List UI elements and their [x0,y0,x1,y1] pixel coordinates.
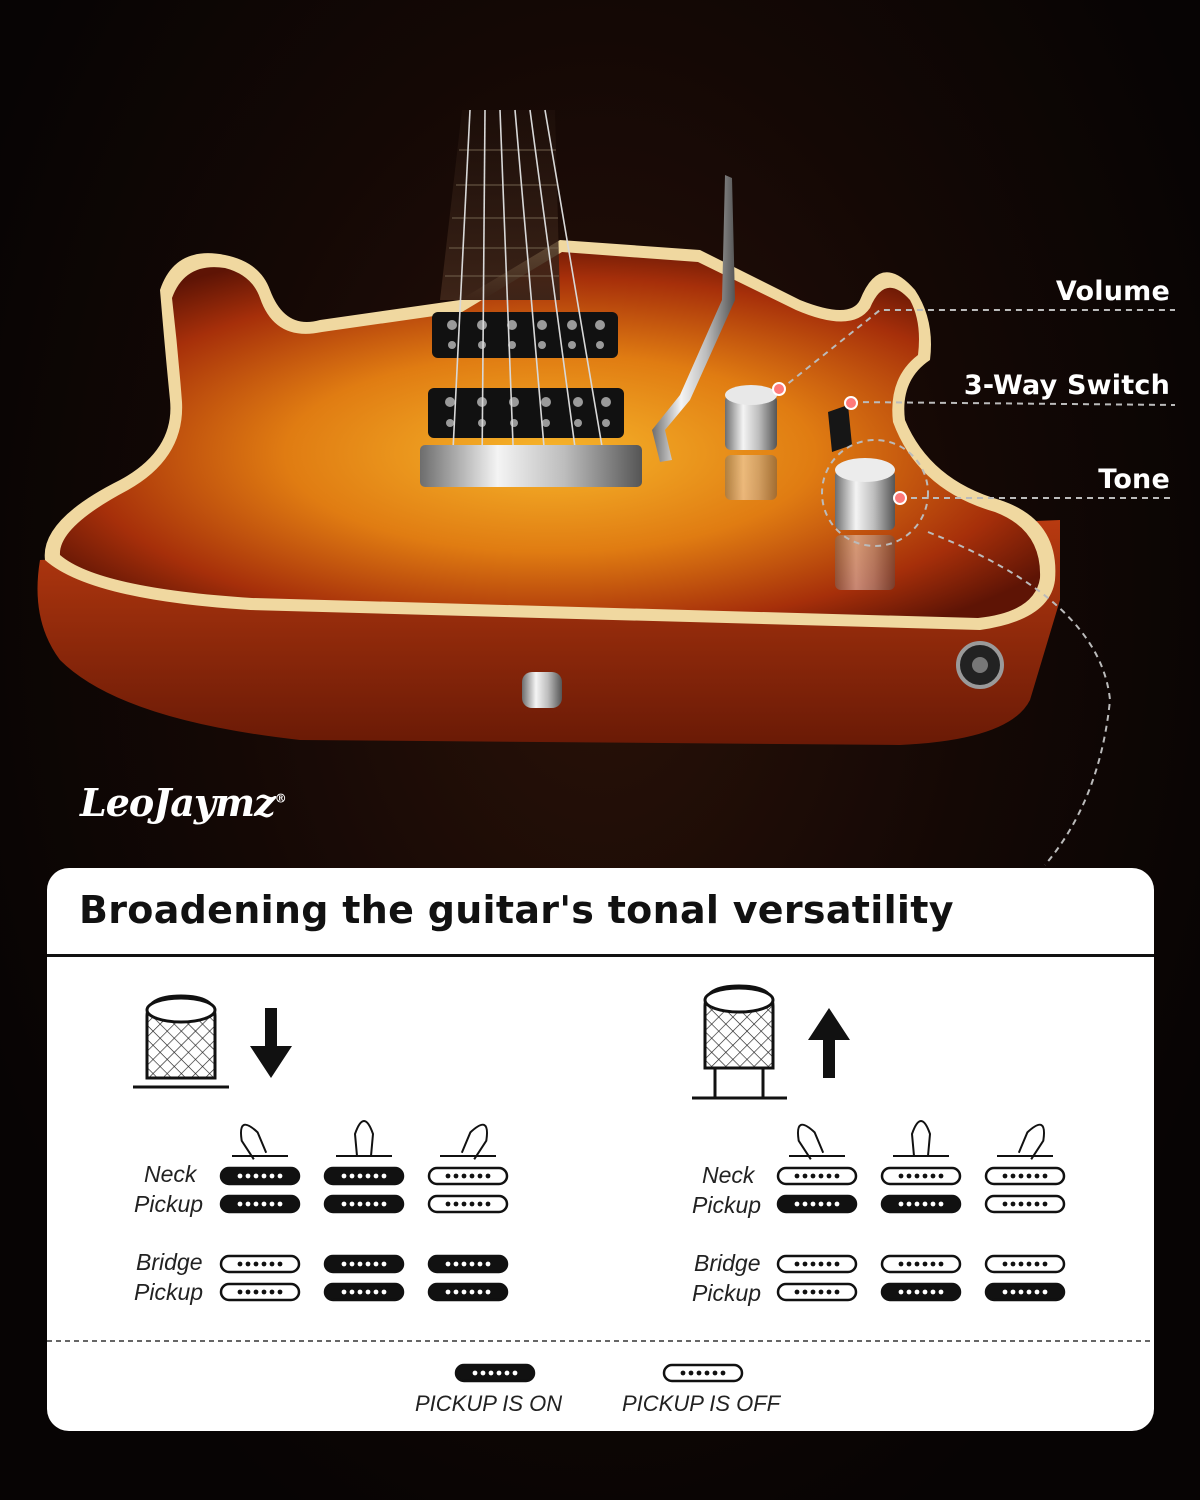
legend-on-label: PICKUP IS ON [415,1391,562,1416]
tone-knob [835,458,895,590]
right-group-neck-bar-3a [984,1166,1066,1186]
legend-off-pickup-icon [662,1363,744,1383]
left-group-switch-3-icon [440,1123,496,1160]
strap-button [522,672,562,708]
right-group-neck-bar-1a [776,1166,858,1186]
left-group-neck-bar-1b [219,1194,301,1214]
left-group-bridge-bar-2a [323,1254,405,1274]
left-group-switch-2-icon [336,1120,392,1157]
legend-off-label: PICKUP IS OFF [622,1391,782,1416]
pickup-diagram: Neck Pickup Bridge Pickup Neck Pickup Br… [47,984,1154,1416]
knob-up-icon [692,984,787,1100]
left-group-switch-1-icon [232,1123,288,1160]
tremolo-arm [652,175,735,462]
three-way-switch-callout: 3-Way Switch [963,370,1170,401]
right-group-bridge-bar-3b [984,1282,1066,1302]
right-group-neck-bar-2b [880,1194,962,1214]
left-group-bridge-bar-3a [427,1254,509,1274]
panel-title: Broadening the guitar's tonal versatilit… [79,888,954,932]
left-bridge-label-1: Bridge [136,1249,202,1275]
left-group-neck-bar-2a [323,1166,405,1186]
right-neck-label-2: Pickup [692,1192,761,1218]
right-group-switch-1-icon [789,1123,845,1160]
right-group-bridge-bar-2a [880,1254,962,1274]
right-group-bridge-bar-1a [776,1254,858,1274]
left-group-bridge-bar-1b [219,1282,301,1302]
guitar-neck [440,110,560,300]
left-switch-positions [219,1120,509,1302]
down-arrow-icon [250,1008,292,1078]
title-divider [47,954,1154,957]
right-neck-label-1: Neck [702,1162,756,1188]
right-group-switch-2-icon [893,1120,949,1157]
legend-on-bar [454,1363,536,1383]
right-bridge-label-1: Bridge [694,1250,760,1276]
tonal-versatility-panel: Broadening the guitar's tonal versatilit… [47,868,1154,1431]
left-neck-label-2: Pickup [134,1191,203,1217]
left-group-bridge-bar-2b [323,1282,405,1302]
right-group-bridge-bar-2b [880,1282,962,1302]
volume-callout: Volume [1055,276,1170,307]
left-bridge-label-2: Pickup [134,1279,203,1305]
left-group-neck-bar-2b [323,1194,405,1214]
left-group-neck-bar-1a [219,1166,301,1186]
guitar-photo [37,109,1176,866]
left-group-bridge-bar-1a [219,1254,301,1274]
right-group-bridge-bar-1b [776,1282,858,1302]
knob-down-icon [133,994,229,1089]
tone-callout: Tone [1098,464,1170,495]
left-group-bridge-bar-3b [427,1282,509,1302]
tremolo-bridge [420,445,642,487]
right-bridge-label-2: Pickup [692,1280,761,1306]
brand-logo: LeoJaymz® [80,780,287,825]
three-way-switch [828,405,852,452]
right-group-neck-bar-2a [880,1166,962,1186]
legend-on-pickup-icon [454,1363,536,1383]
right-group-neck-bar-1b [776,1194,858,1214]
right-group-neck-bar-3b [984,1194,1066,1214]
bridge-pickup [428,388,624,438]
volume-knob [725,385,777,500]
left-neck-label-1: Neck [144,1161,198,1187]
left-group-neck-bar-3a [427,1166,509,1186]
up-arrow-icon [808,1008,850,1078]
right-switch-positions [776,1120,1066,1302]
right-group-bridge-bar-3a [984,1254,1066,1274]
legend-off-bar [662,1363,744,1383]
left-group-neck-bar-3b [427,1194,509,1214]
right-group-switch-3-icon [997,1123,1053,1160]
